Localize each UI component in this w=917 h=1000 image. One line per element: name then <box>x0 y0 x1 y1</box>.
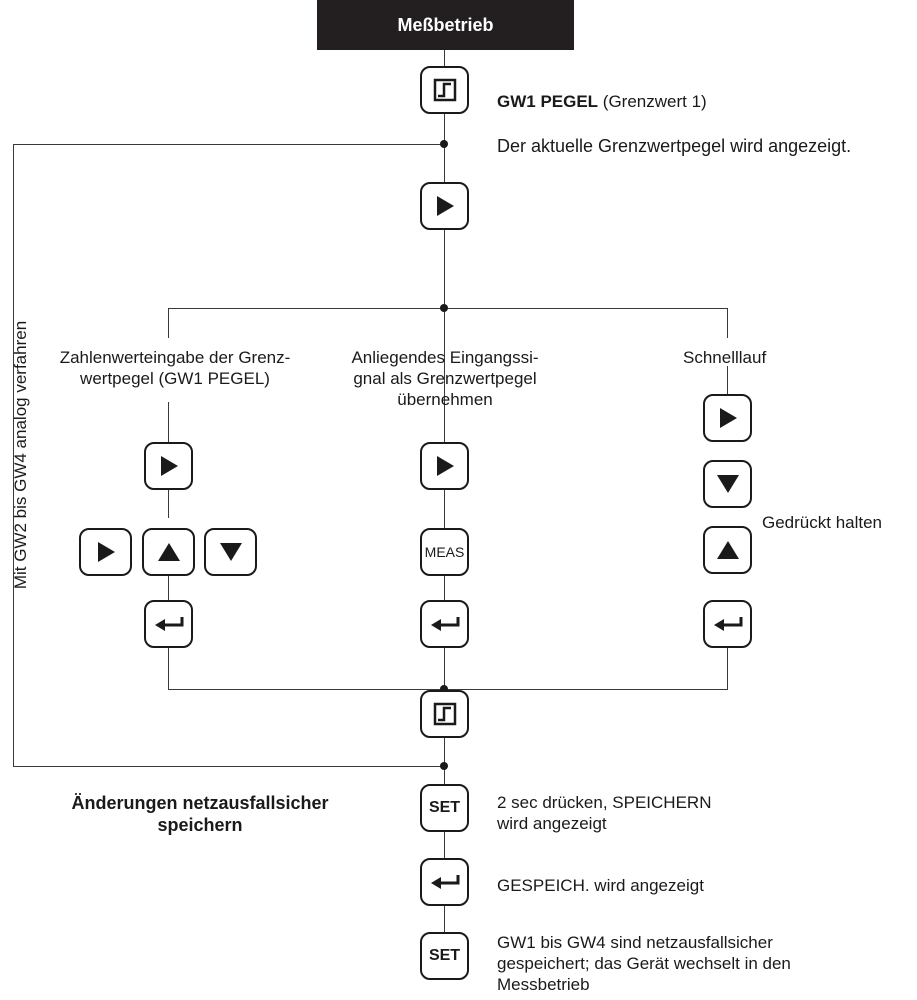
save-title-line2: speichern <box>157 815 243 835</box>
right-enter-button[interactable] <box>703 600 752 648</box>
save-title-line1: Änderungen netzausfallsicher <box>71 793 329 813</box>
triangle-up-icon <box>716 541 739 559</box>
junction-dot <box>440 685 448 693</box>
save-enter-button[interactable] <box>420 858 469 906</box>
main-vertical-line-1 <box>444 114 445 182</box>
set1-note-line1: 2 sec drücken, SPEICHERN <box>497 793 712 812</box>
branch-middle-line3: übernehmen <box>397 390 493 409</box>
branch-left-line2: wertpegel (GW1 PEGEL) <box>80 369 270 388</box>
set2-note: GW1 bis GW4 sind netzausfallsicher gespe… <box>497 932 791 995</box>
set-button-2[interactable]: SET <box>420 932 469 980</box>
right-up-button[interactable] <box>703 526 752 574</box>
triangle-down-icon <box>219 543 242 561</box>
limit-switch-icon <box>433 78 456 102</box>
branch-left-vertical-3 <box>168 576 169 600</box>
left-digit-right-button[interactable] <box>79 528 132 576</box>
left-up-button[interactable] <box>142 528 195 576</box>
loop-bottom-line <box>13 766 445 767</box>
loop-top-line <box>13 144 445 145</box>
middle-enter-button[interactable] <box>420 600 469 648</box>
left-down-button[interactable] <box>204 528 257 576</box>
junction-dot <box>440 140 448 148</box>
right-down-button[interactable] <box>703 460 752 508</box>
branch-right-vertical-1 <box>727 366 728 394</box>
set1-note: 2 sec drücken, SPEICHERN wird angezeigt <box>497 792 711 834</box>
junction-dot <box>440 762 448 770</box>
set2-note-line3: Messbetrieb <box>497 975 590 994</box>
branch-right-vertical-2 <box>727 648 728 690</box>
set-button-1-label: SET <box>428 799 461 816</box>
branch-left-vertical-top <box>168 308 169 338</box>
triangle-up-icon <box>157 543 180 561</box>
branch-middle-line1: Anliegendes Eingangssi- <box>351 348 539 367</box>
right-arrow-button[interactable] <box>420 182 469 230</box>
main-vertical-line-4 <box>444 832 445 858</box>
mode-header: Meßbetrieb <box>317 0 574 50</box>
right-right-arrow-button[interactable] <box>703 394 752 442</box>
main-vertical-line-top <box>444 50 445 66</box>
limit-key-button[interactable] <box>420 66 469 114</box>
branch-right-label: Schnelllauf <box>683 348 767 367</box>
meas-button[interactable]: MEAS <box>420 528 469 576</box>
set-button-2-label: SET <box>428 947 461 964</box>
main-vertical-line-5 <box>444 906 445 932</box>
limit-key-button-2[interactable] <box>420 690 469 738</box>
meas-button-label: MEAS <box>424 544 465 560</box>
set-button-1[interactable]: SET <box>420 784 469 832</box>
triangle-right-icon <box>436 196 454 216</box>
enter-icon <box>430 617 459 631</box>
hold-label: Gedrückt halten <box>762 513 883 532</box>
branch-top-line <box>168 308 728 309</box>
triangle-right-icon <box>97 542 115 562</box>
limit-switch-icon <box>433 702 456 726</box>
save-title: Änderungen netzausfallsicher speichern <box>60 792 340 836</box>
branch-middle-label: Anliegendes Eingangssi- gnal als Grenzwe… <box>320 347 570 410</box>
triangle-right-icon <box>719 408 737 428</box>
branch-right-vertical-top <box>727 308 728 338</box>
left-right-arrow-button[interactable] <box>144 442 193 490</box>
branch-left-vertical-4 <box>168 648 169 690</box>
step1-title: GW1 PEGEL (Grenzwert 1) <box>497 91 707 112</box>
step1-title-rest: (Grenzwert 1) <box>598 92 707 111</box>
branch-left-label: Zahlenwerteingabe der Grenz- wertpegel (… <box>40 347 310 389</box>
enter-icon <box>154 617 183 631</box>
set2-note-line1: GW1 bis GW4 sind netzausfallsicher <box>497 933 773 952</box>
enter-icon <box>430 875 459 889</box>
step1-note: Der aktuelle Grenzwertpegel wird angezei… <box>497 136 852 156</box>
enter-note: GESPEICH. wird angezeigt <box>497 876 704 895</box>
triangle-right-icon <box>160 456 178 476</box>
set2-note-line2: gespeichert; das Gerät wechselt in den <box>497 954 791 973</box>
step1-title-bold: GW1 PEGEL <box>497 92 599 111</box>
branch-bottom-line <box>168 689 728 690</box>
triangle-down-icon <box>716 475 739 493</box>
branch-left-vertical-2 <box>168 490 169 518</box>
mode-header-label: Meßbetrieb <box>397 14 494 35</box>
side-label: Mit GW2 bis GW4 analog verfahren <box>11 320 30 590</box>
junction-dot <box>440 304 448 312</box>
loop-left-line <box>13 144 14 767</box>
branch-left-line1: Zahlenwerteingabe der Grenz- <box>59 348 291 367</box>
triangle-right-icon <box>436 456 454 476</box>
set1-note-line2: wird angezeigt <box>497 814 607 833</box>
enter-icon <box>713 617 742 631</box>
branch-middle-line2: gnal als Grenzwertpegel <box>353 369 537 388</box>
main-vertical-line-3 <box>444 738 445 784</box>
left-enter-button[interactable] <box>144 600 193 648</box>
branch-left-vertical-1 <box>168 402 169 442</box>
middle-right-arrow-button[interactable] <box>420 442 469 490</box>
